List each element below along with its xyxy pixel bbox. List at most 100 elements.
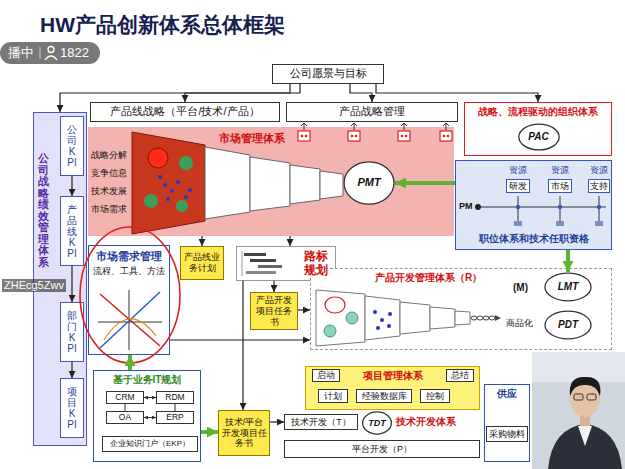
- phase-box: 控制: [420, 389, 450, 403]
- funnel-segment: [430, 307, 455, 329]
- ellipse-outline: [545, 311, 591, 339]
- funnel-segment: [400, 302, 430, 334]
- node-text: 市场需求管理: [96, 250, 162, 263]
- connector-arrow: [566, 250, 570, 272]
- idea-dot: [179, 156, 193, 170]
- node-text: 经验数据库: [362, 391, 407, 401]
- review-icon: [401, 123, 407, 126]
- node-text: 公司愿景与目标: [290, 67, 367, 80]
- product-development-region: 产品开发管理体系（R）LMTPDT: [310, 268, 612, 350]
- lmt-circle: LMT: [544, 272, 592, 302]
- connector-arrow: [201, 236, 202, 246]
- node-text: 启动: [317, 370, 335, 380]
- pm-label: PM: [459, 201, 473, 212]
- ellipse-outline: [344, 162, 394, 204]
- kpi-box: 产品线KPI: [60, 196, 84, 266]
- supply-box: 供应采购物料: [484, 384, 530, 462]
- tdt-circle: TDT: [362, 411, 392, 435]
- node-text: PAC: [528, 131, 548, 143]
- node-text: 总结: [451, 370, 469, 380]
- goal-box: 公司愿景与目标: [272, 64, 384, 84]
- connector-arrow: [270, 421, 284, 422]
- role-box: 市场: [548, 179, 572, 193]
- matrix-line: [599, 196, 600, 222]
- connector-arrow: [144, 417, 156, 418]
- connector-arrow: [395, 181, 455, 185]
- presenter-video: [532, 352, 625, 469]
- org-system-box: 战略、流程驱动的组织体系PAC: [464, 102, 612, 156]
- presenter-video: [570, 377, 601, 396]
- live-status: 播中: [8, 45, 34, 61]
- idea-dot: [387, 324, 391, 328]
- system-box: CRM: [106, 391, 144, 404]
- label-anchor: (M): [513, 282, 528, 294]
- demand-management-box: 市场需求管理流程、工具、方法: [88, 245, 170, 355]
- node-text: PDT: [558, 319, 578, 331]
- idea-dot: [170, 189, 174, 193]
- matrix-line: [481, 206, 606, 207]
- connector-arrow: [185, 84, 300, 102]
- viewer-count: 1822: [60, 45, 89, 61]
- label-anchor: PM: [459, 201, 473, 212]
- idea-dot: [163, 183, 167, 187]
- node-text: OA: [119, 412, 131, 422]
- connector-arrow: [71, 266, 72, 302]
- title-anchor: HW产品创新体系总体框架: [40, 12, 285, 37]
- node-text: 研发: [509, 181, 527, 192]
- idea-dot: [166, 197, 170, 201]
- connector-arrow: [201, 430, 218, 434]
- node-text: PMT: [357, 176, 380, 189]
- node-text: 市场: [551, 181, 569, 192]
- label-anchor: 技术发展: [91, 186, 127, 197]
- presenter-video: [532, 352, 625, 382]
- role-box: 支持: [588, 179, 610, 193]
- tech-dev-box: 技术开发（T）: [284, 414, 358, 430]
- connector-arrow: [128, 355, 132, 370]
- presenter-video: [578, 426, 592, 446]
- strategy-box: 产品线战略（平台/技术/产品）: [90, 102, 280, 122]
- node-text: 公司KPI: [67, 124, 77, 168]
- system-box: OA: [106, 411, 144, 424]
- node-text: 部门KPI: [67, 310, 77, 354]
- idea-dot: [176, 180, 180, 184]
- roadmap-chart: [242, 251, 243, 276]
- chain-link: [477, 316, 483, 320]
- review-icon: [301, 123, 307, 126]
- node-text: CRM: [115, 392, 134, 402]
- matrix-dot: [558, 205, 562, 209]
- live-badge: [0, 42, 100, 64]
- node-text: 产品战略管理: [339, 105, 405, 118]
- connector-arrow: [71, 176, 72, 196]
- matrix-dot: [595, 221, 603, 226]
- connector-arrow: [125, 404, 126, 411]
- idea-dot: [158, 175, 162, 179]
- review-icon: [401, 135, 404, 138]
- idea-dot: [346, 312, 358, 324]
- system-label: 技术开发体系: [396, 416, 456, 428]
- roadmap-chart: [258, 265, 282, 268]
- funnel-segment: [250, 157, 290, 211]
- label-anchor: ZHEcg5Zwv: [2, 279, 66, 292]
- input-label: 技术发展: [91, 186, 127, 197]
- review-icon: [305, 135, 308, 138]
- presenter-video: [587, 394, 596, 400]
- node-text: 支持: [590, 181, 608, 192]
- chain-link: [483, 316, 489, 320]
- idea-dot: [380, 318, 384, 322]
- node-text: 基于业务IT规划: [113, 374, 182, 386]
- phase-box: 计划: [318, 389, 348, 403]
- review-icon: [304, 123, 305, 130]
- ellipse-outline: [545, 273, 591, 301]
- viewer-icon: [48, 47, 54, 53]
- pdt-circle: PDT: [544, 310, 592, 340]
- idea-dot: [188, 188, 192, 192]
- presenter-video: [574, 394, 583, 400]
- node-text: 技术/平台开发项目任务书: [221, 417, 267, 449]
- node-text: 产品线KPI: [67, 204, 77, 259]
- stage-label: (M): [513, 282, 528, 294]
- kpi-box: 部门KPI: [60, 302, 84, 362]
- node-text: 路标规划: [303, 249, 329, 278]
- review-icon: [443, 135, 446, 138]
